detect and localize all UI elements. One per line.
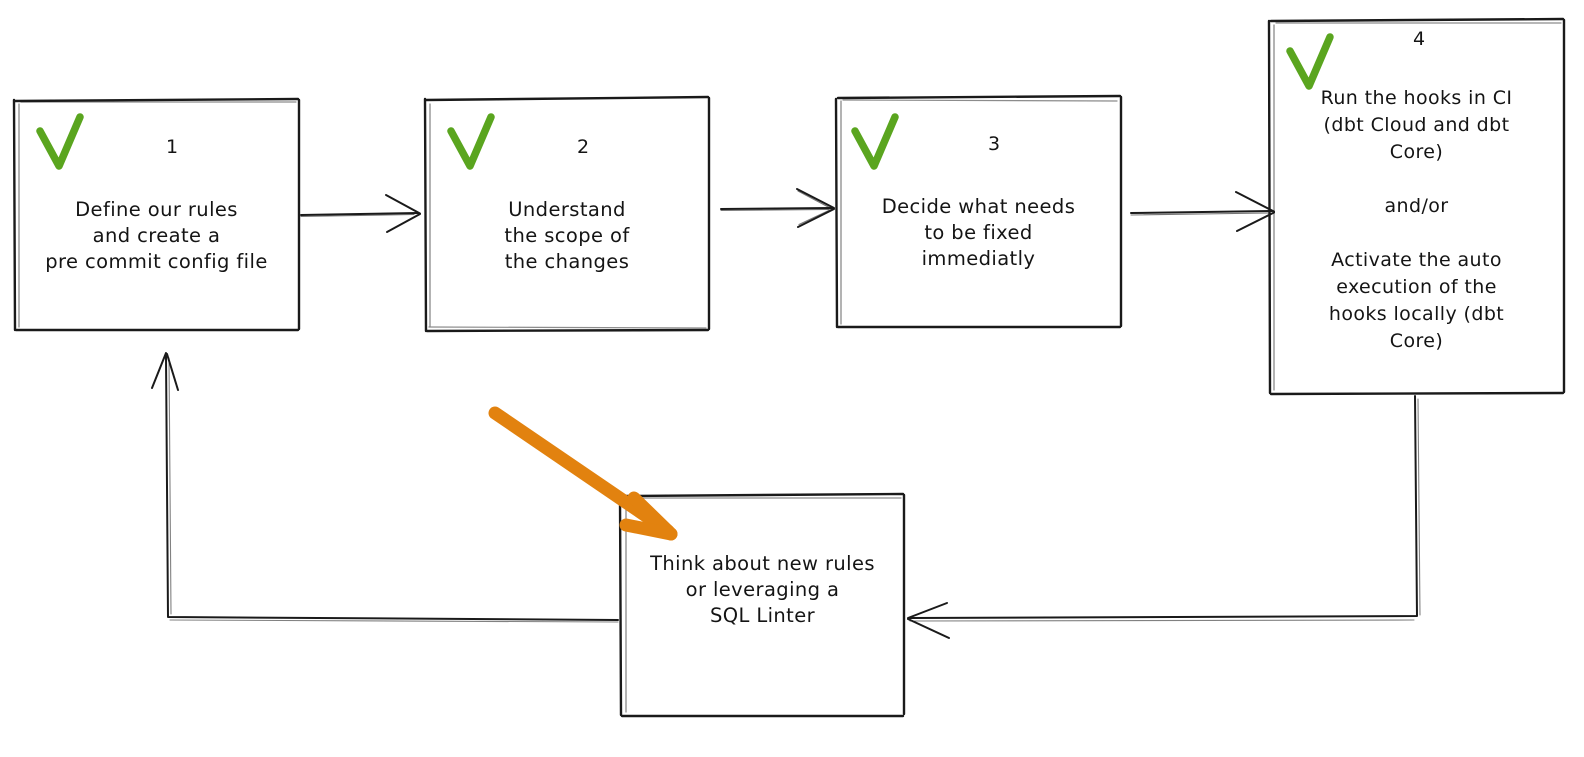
node-label-step-3: Decide what needs to be fixed immediatly (881, 195, 1076, 270)
node-border-step-1 (12, 97, 301, 332)
check-icon-step-4 (1286, 33, 1334, 90)
arrow-step-loop-to-step-1 (151, 352, 619, 623)
node-border-step-2 (423, 95, 711, 333)
arrow-step-4-to-step-loop (907, 395, 1421, 639)
arrow-step-1-to-step-2 (300, 194, 421, 233)
node-step-loop[interactable]: Think about new rules or leveraging a SQ… (620, 494, 905, 716)
node-number-step-2: 2 (576, 136, 590, 158)
node-label-step-1: Define our rules and create a pre commit… (45, 198, 268, 273)
node-border-step-4 (1267, 17, 1566, 396)
arrow-step-3-to-step-4 (1130, 191, 1275, 232)
node-number-step-4: 4 (1412, 28, 1426, 50)
node-step-4[interactable]: 4 Run the hooks in CI (dbt Cloud and dbt… (1269, 19, 1564, 394)
node-label-step-4: Run the hooks in CI (dbt Cloud and dbt C… (1320, 87, 1513, 352)
node-number-step-3: 3 (987, 133, 1001, 155)
check-icon-step-2 (447, 113, 495, 170)
arrow-step-2-to-step-3 (720, 188, 835, 228)
node-step-1[interactable]: 1 Define our rules and create a pre comm… (14, 99, 299, 330)
node-label-step-loop: Think about new rules or leveraging a SQ… (650, 552, 875, 627)
check-icon-step-3 (851, 113, 899, 170)
node-border-step-loop (618, 492, 906, 718)
node-label-step-2: Understand the scope of the changes (504, 198, 630, 273)
orange-pointer-annotation (488, 406, 678, 541)
check-icon-step-1 (36, 113, 84, 170)
node-step-2[interactable]: 2 Understand the scope of the changes (425, 99, 709, 330)
node-number-step-1: 1 (165, 136, 179, 158)
node-border-step-3 (834, 94, 1123, 329)
node-step-3[interactable]: 3 Decide what needs to be fixed immediat… (836, 96, 1121, 327)
